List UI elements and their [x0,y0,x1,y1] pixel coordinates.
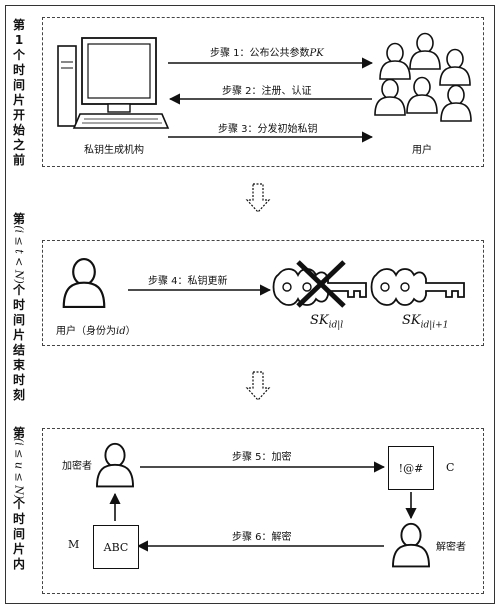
users-label: 用户 [412,145,432,156]
step3-label: 步骤 3：分发初始私钥 [218,124,318,135]
user-identity-label: 用户（身份为id） [56,326,136,337]
user-group-icon [374,32,472,122]
cross-icon [296,260,346,308]
side-label-before-slot-1: 第 1 个时间片开始之前 [12,18,25,167]
step6-label: 步骤 6：解密 [232,532,292,543]
step2-label: 步骤 2：注册、认证 [222,86,312,97]
encryptor-label: 加密者 [62,461,92,472]
ciphertext-label: C [446,461,455,474]
flow-arrow-1 [246,183,270,213]
new-key-label: SKid|i+1 [402,313,449,331]
computer-icon [57,37,170,129]
side-label-within-slot: 第 (i ≤ u ≤ N) 个时间片内 [12,426,26,571]
plaintext-box: ABC [93,525,139,569]
ciphertext-box: !@# [388,446,434,490]
panel-encrypt-decrypt [42,428,484,594]
step4-label: 步骤 4：私钥更新 [148,276,228,287]
side-label-end-of-slot: 第 (i ≤ t < N) 个时间片结束时刻 [12,212,26,402]
decryptor-label: 解密者 [436,542,466,553]
figure-frame [5,5,495,604]
pkg-label: 私钥生成机构 [84,145,144,156]
decryptor-icon [392,522,430,568]
old-key-label: SKid|l [310,313,344,331]
new-key-icon [370,268,465,306]
step5-label: 步骤 5：加密 [232,452,292,463]
user-icon [62,257,106,309]
encryptor-icon [96,442,134,488]
plaintext-label: M [68,538,80,551]
flow-arrow-2 [246,371,270,401]
step1-label: 步骤 1：公布公共参数PK [210,48,324,59]
panel-setup [42,17,484,167]
panel-key-update [42,240,484,346]
